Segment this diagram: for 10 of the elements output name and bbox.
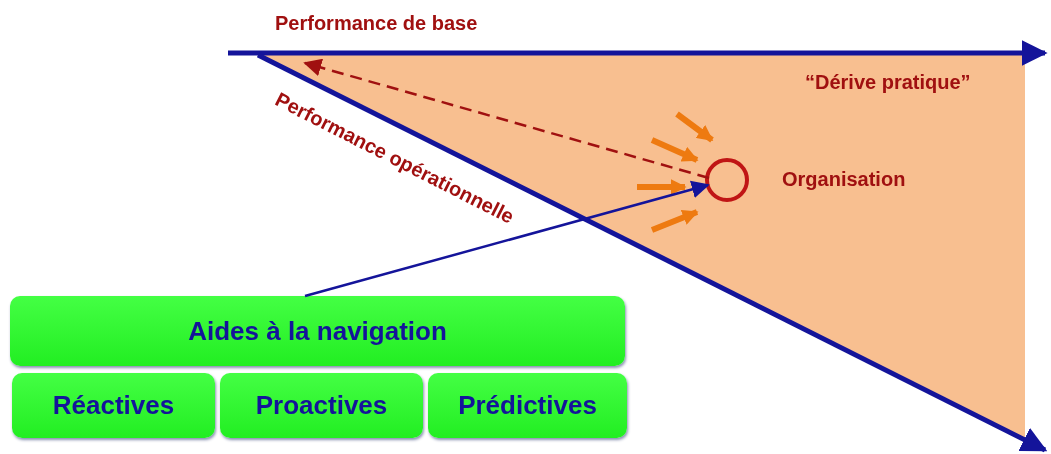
- organisation-circle: [705, 158, 749, 202]
- node-caption: Organisation: [782, 168, 906, 191]
- arrow: [304, 180, 710, 298]
- category-box: Prédictives: [428, 373, 627, 438]
- axis-label: Performance de base: [275, 12, 478, 35]
- arrow: [303, 58, 710, 180]
- category-box: Proactives: [220, 373, 423, 438]
- title-box: Aides à la navigation: [10, 296, 625, 366]
- category-box: Réactives: [12, 373, 215, 438]
- zone-label: “Dérive pratique”: [805, 71, 971, 94]
